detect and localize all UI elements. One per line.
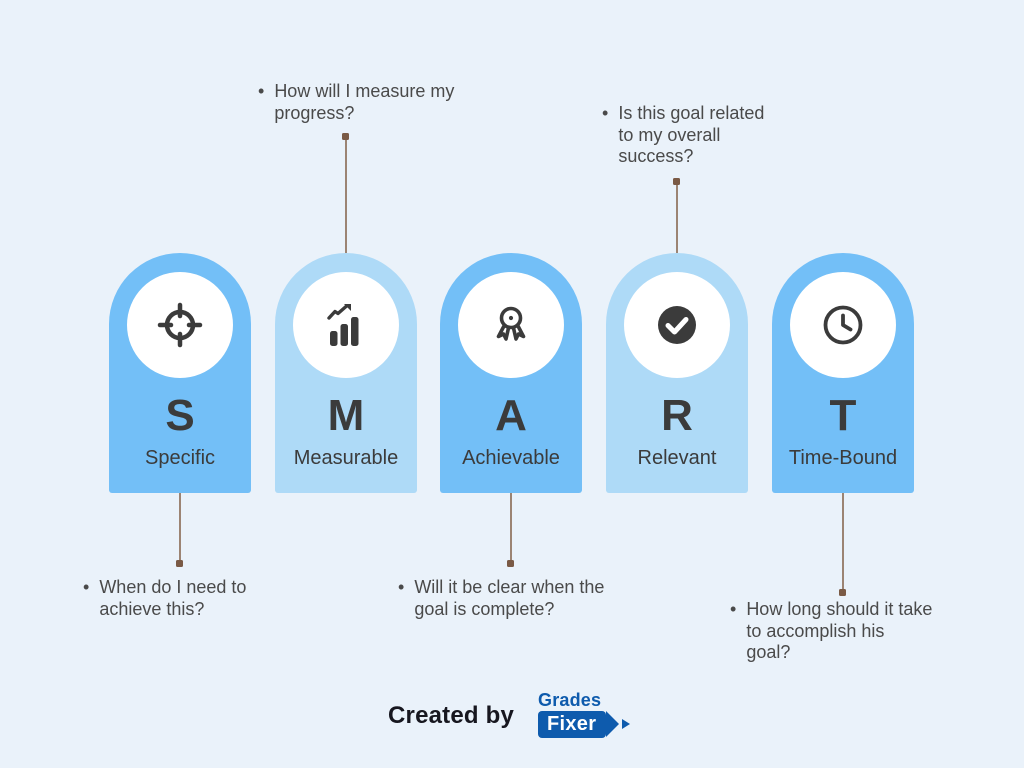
connector-dot-specific [176, 560, 183, 567]
connector-dot-relevant [673, 178, 680, 185]
note-relevant: • Is this goal related to my overall suc… [602, 103, 764, 168]
created-by-text: Created by [388, 702, 515, 729]
icon-circle [624, 272, 730, 378]
note-achievable-text: Will it be clear when the goal is comple… [414, 577, 605, 619]
card-achievable: A Achievable [440, 253, 582, 493]
check-circle-icon [658, 306, 696, 344]
logo-grades-text: Grades [538, 690, 602, 710]
note-specific: • When do I need to achieve this? [83, 577, 246, 620]
connector-line-time-bound [842, 493, 844, 591]
note-time-bound: • How long should it take to accomplish … [730, 599, 932, 664]
card-letter: R [661, 391, 693, 440]
note-measurable-text: How will I measure my progress? [274, 81, 455, 123]
note-achievable: • Will it be clear when the goal is comp… [398, 577, 604, 620]
gradesfixer-logo: Grades Fixer [538, 690, 630, 738]
bar-chart-icon [327, 304, 359, 346]
card-measurable: M Measurable [275, 253, 417, 493]
connector-line-specific [179, 493, 181, 562]
card-label: Specific [144, 447, 216, 469]
card-letter: A [495, 391, 527, 440]
card-time-bound: T Time-Bound [772, 253, 914, 493]
card-letter: T [829, 391, 857, 440]
card-label: Time-Bound [788, 447, 898, 469]
connector-dot-measurable [342, 133, 349, 140]
arrow-triangle-icon [622, 719, 630, 729]
card-label: Achievable [462, 447, 560, 469]
card-letter: M [327, 391, 365, 440]
bullet-point: • [258, 81, 265, 101]
icon-circle [790, 272, 896, 378]
connector-line-achievable [510, 493, 512, 562]
connector-line-relevant [676, 184, 678, 253]
connector-dot-achievable [507, 560, 514, 567]
connector-line-measurable [345, 139, 347, 253]
note-relevant-text: Is this goal related to my overall succe… [618, 103, 765, 166]
card-label: Measurable [293, 447, 399, 469]
bullet-point: • [730, 599, 737, 619]
note-measurable: • How will I measure my progress? [258, 81, 454, 124]
icon-circle [458, 272, 564, 378]
clock-icon [823, 305, 863, 345]
target-icon [157, 302, 203, 348]
note-specific-text: When do I need to achieve this? [99, 577, 247, 619]
logo-fixer-text: Fixer [547, 713, 597, 735]
card-specific: S Specific [109, 253, 251, 493]
bullet-point: • [83, 577, 90, 597]
card-relevant: R Relevant [606, 253, 748, 493]
bullet-point: • [602, 103, 609, 123]
pencil-tip-icon [606, 711, 619, 737]
card-label: Relevant [637, 447, 717, 469]
note-time-bound-text: How long should it take to accomplish hi… [746, 599, 933, 662]
icon-circle [127, 272, 233, 378]
logo-fixer-badge: Fixer [538, 711, 630, 738]
icon-circle [293, 272, 399, 378]
bullet-point: • [398, 577, 405, 597]
award-icon [496, 306, 526, 341]
card-letter: S [165, 391, 195, 440]
connector-dot-time-bound [839, 589, 846, 596]
